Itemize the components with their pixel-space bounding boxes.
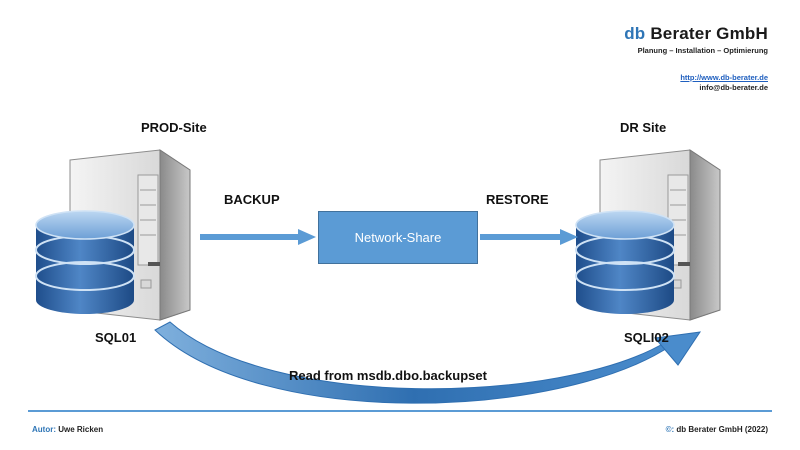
author-name: Uwe Ricken [58, 425, 104, 434]
network-share-label: Network-Share [354, 230, 442, 245]
copyright-text: db Berater GmbH (2022) [676, 425, 768, 434]
target-server-label: SQLI02 [624, 330, 669, 345]
restore-arrow [480, 229, 578, 245]
prod-database-icon [35, 210, 135, 314]
read-label: Read from msdb.dbo.backupset [289, 368, 487, 383]
brand-name: Berater GmbH [650, 24, 768, 43]
brand-title: db Berater GmbH [624, 24, 768, 44]
brand-block: db Berater GmbH Planung – Installation –… [624, 24, 768, 92]
source-server-label: SQL01 [95, 330, 137, 345]
restore-label: RESTORE [486, 192, 549, 207]
brand-tagline: Planung – Installation – Optimierung [637, 46, 768, 55]
target-site-label: DR Site [620, 120, 667, 135]
read-curve-arrow [154, 321, 702, 404]
footer-divider [28, 410, 772, 412]
footer-author: Autor: Uwe Ricken [32, 425, 103, 434]
copyright-label: ©: [665, 425, 675, 434]
footer-copyright: ©: db Berater GmbH (2022) [666, 425, 768, 434]
author-label: Autor: [32, 425, 56, 434]
email-address: info@db-berater.de [699, 83, 768, 92]
backup-label: BACKUP [224, 192, 280, 207]
website-link[interactable]: http://www.db-berater.de [680, 73, 768, 82]
source-site-label: PROD-Site [141, 120, 207, 135]
dr-database-icon [575, 210, 675, 314]
network-share-box: Network-Share [318, 211, 478, 264]
backup-arrow [200, 229, 316, 245]
brand-prefix: db [624, 24, 646, 43]
